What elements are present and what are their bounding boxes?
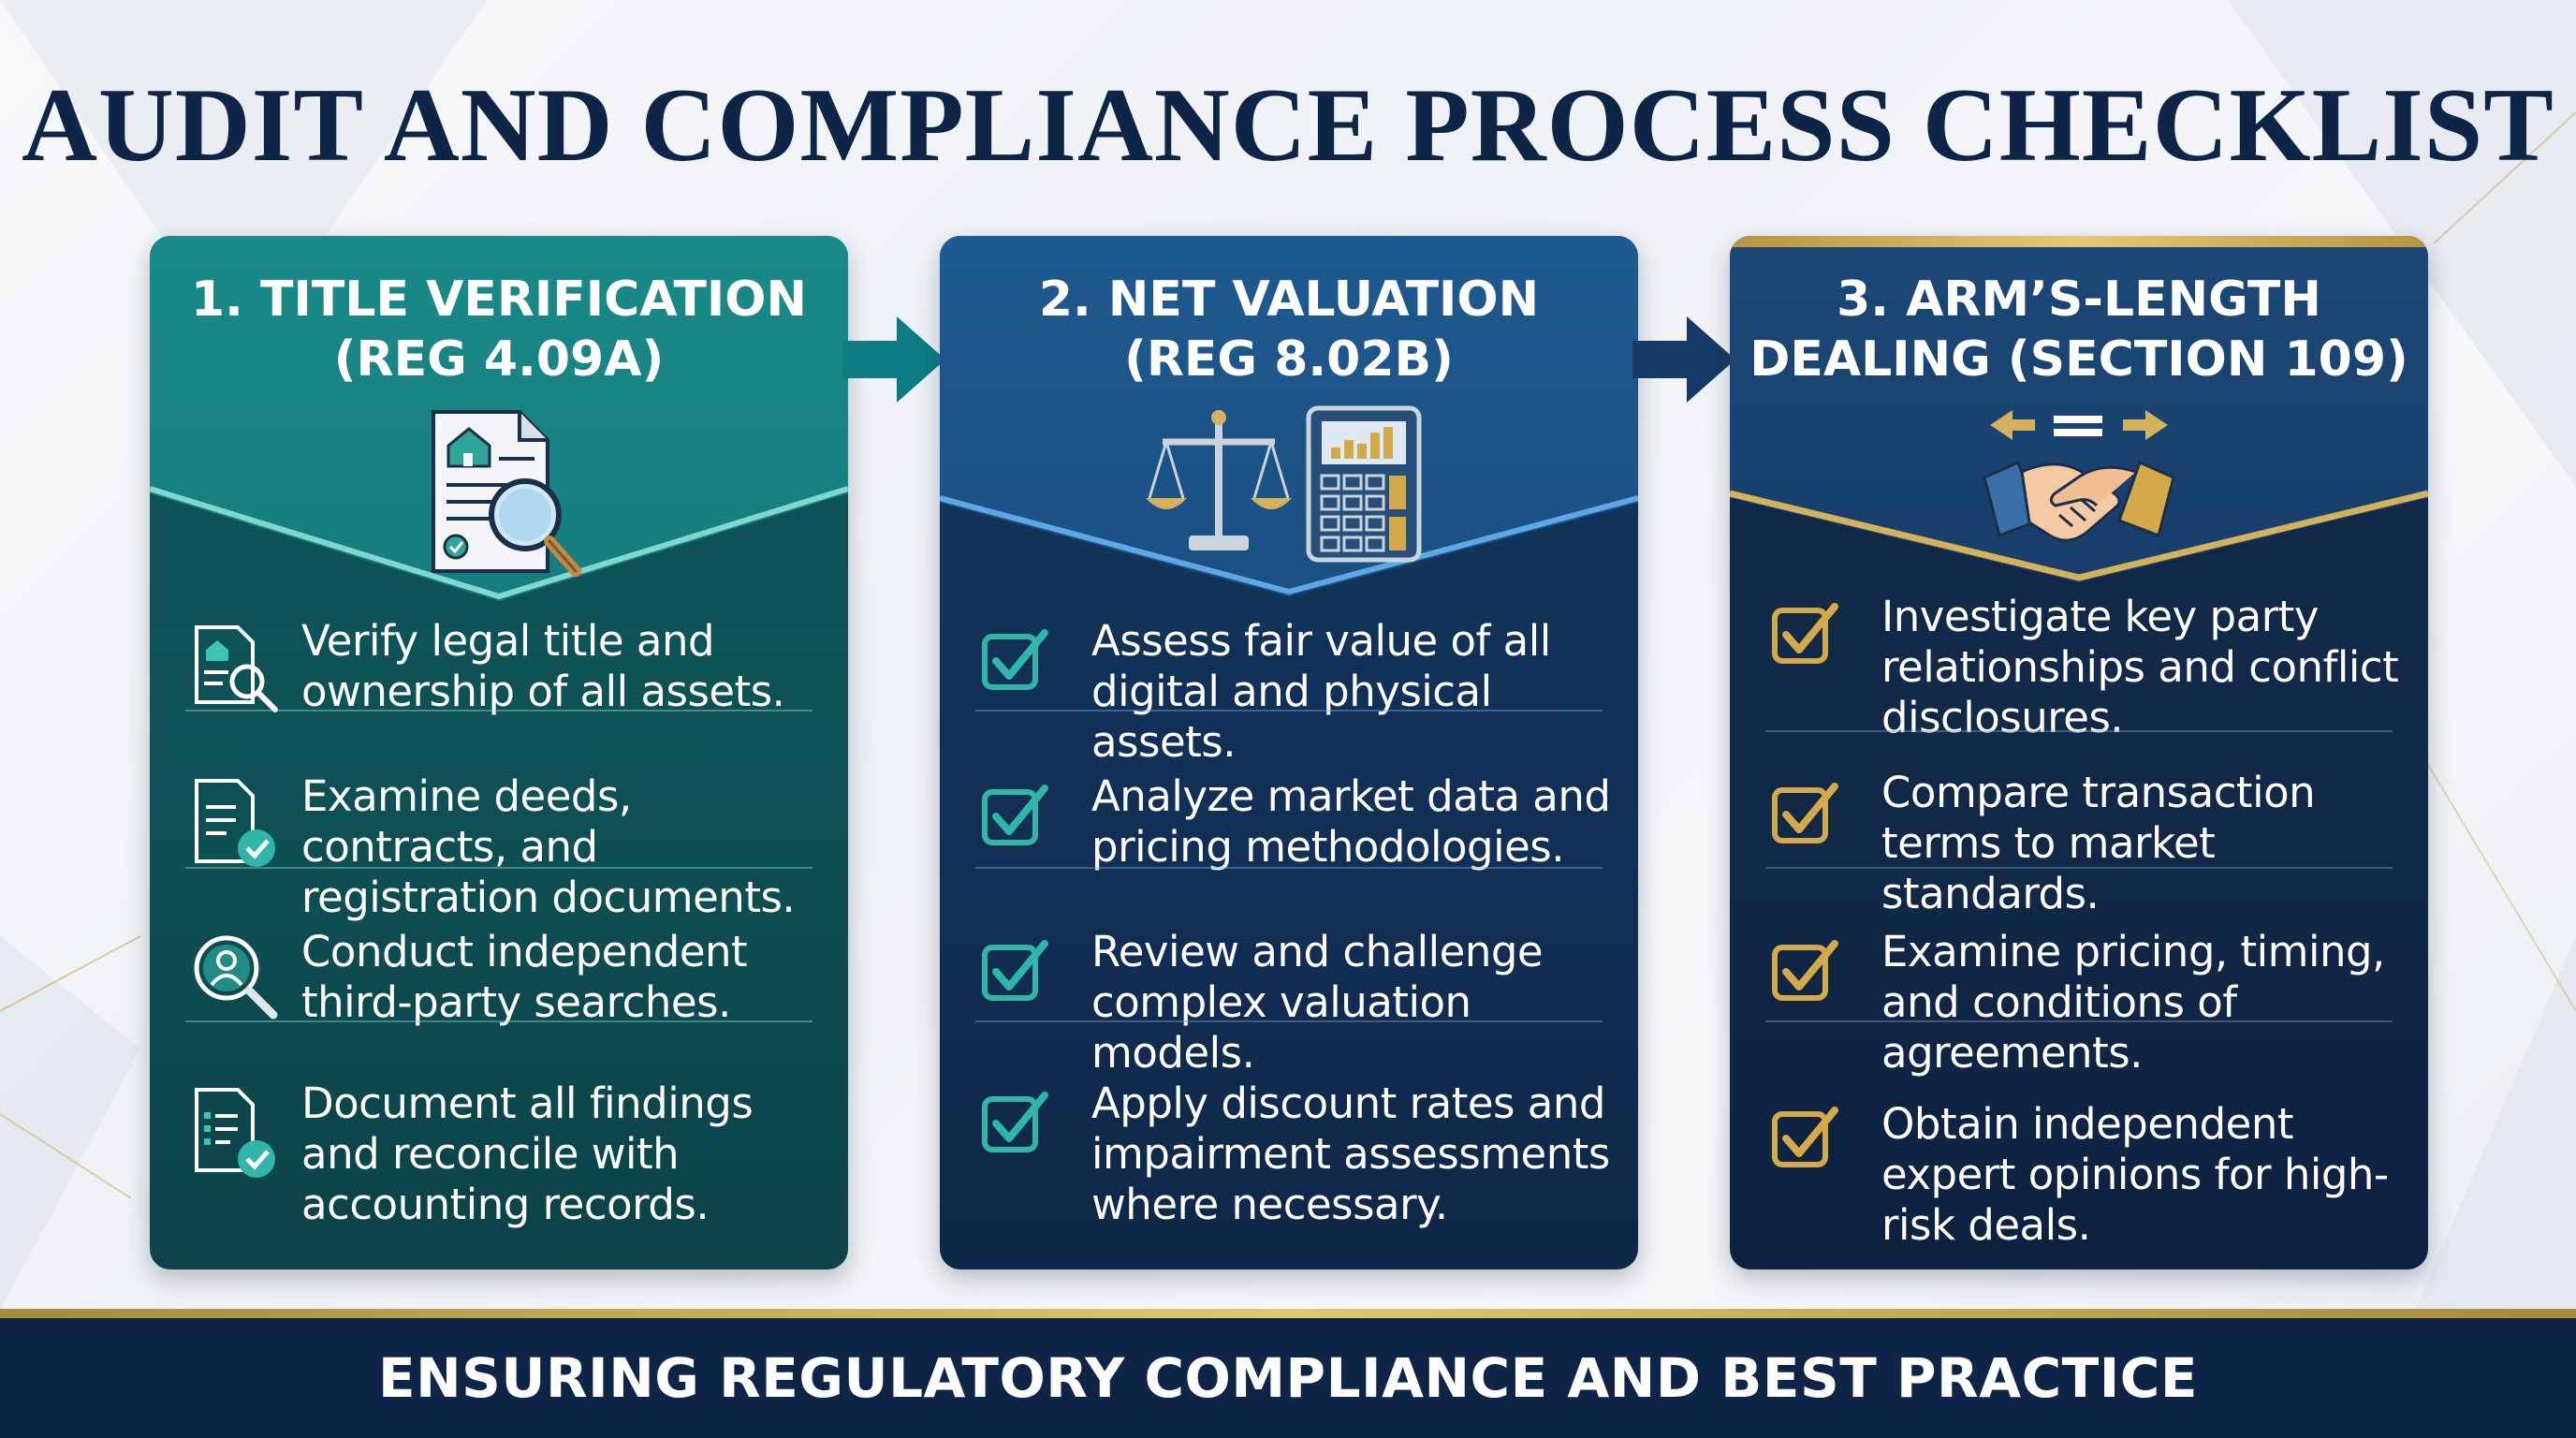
divider	[185, 710, 812, 712]
checkbox-icon	[982, 1092, 1048, 1152]
divider	[975, 710, 1603, 712]
item-text: Apply discount rates and impairment asse…	[1091, 1078, 1610, 1229]
divider	[975, 1020, 1603, 1022]
checkbox-icon	[982, 785, 1048, 845]
checkbox-icon	[1772, 603, 1838, 664]
person-search-icon	[194, 935, 278, 1020]
checkbox-icon	[1772, 783, 1838, 844]
document-search-icon	[195, 625, 278, 712]
item-text: Compare transaction terms to market stan…	[1881, 768, 2316, 918]
header-chevron	[1730, 490, 2428, 629]
item-text: Conduct independent third-party searches…	[301, 927, 748, 1027]
document-check-icon	[195, 779, 275, 867]
item-text: Verify legal title and ownership of all …	[301, 616, 785, 716]
header-chevron	[940, 495, 1638, 629]
arrow-right-icon	[842, 316, 945, 403]
checkbox-icon	[982, 629, 1048, 690]
footer-gold-line	[0, 1309, 2576, 1318]
item-text: Investigate key party relationships and …	[1881, 592, 2399, 742]
handshake-icon	[1983, 410, 2175, 542]
item-text: Review and challenge complex valuation m…	[1091, 927, 1544, 1078]
card-arms-length-dealing: 3. ARM’S-LENGTH DEALING (SECTION 109) In…	[1730, 236, 2428, 1269]
scales-calculator-icon	[1146, 405, 1422, 563]
footer-text: ENSURING REGULATORY COMPLIANCE AND BEST …	[377, 1346, 2198, 1410]
divider	[185, 1020, 812, 1022]
header-chevron	[150, 486, 848, 629]
checkbox-icon	[1772, 1107, 1838, 1167]
divider	[1765, 867, 2393, 869]
checkbox-icon	[1772, 940, 1838, 1001]
card-title: 1. TITLE VERIFICATION (REG 4.09A)	[190, 271, 808, 388]
item-text: Examine deeds, contracts, and registrati…	[301, 771, 796, 922]
card-net-valuation: 2. NET VALUATION (REG 8.02B)	[940, 236, 1638, 1269]
card-title-verification: 1. TITLE VERIFICATION (REG 4.09A)	[150, 236, 848, 1269]
divider	[1765, 1020, 2393, 1022]
checklist-check-icon	[195, 1088, 275, 1178]
footer-banner	[0, 1314, 2576, 1438]
divider	[1765, 730, 2393, 732]
divider	[185, 867, 812, 869]
card-title: 3. ARM’S-LENGTH DEALING (SECTION 109)	[1749, 271, 2408, 388]
arrow-right-icon	[1632, 316, 1735, 403]
checkbox-icon	[982, 940, 1048, 1001]
item-text: Obtain independent expert opinions for h…	[1881, 1099, 2389, 1250]
card-title: 2. NET VALUATION (REG 8.02B)	[1038, 271, 1540, 388]
document-magnifier-icon	[432, 410, 581, 577]
page-title: AUDIT AND COMPLIANCE PROCESS CHECKLIST	[22, 67, 2554, 183]
divider	[975, 867, 1603, 869]
item-text: Examine pricing, timing, and conditions …	[1881, 927, 2385, 1078]
gold-accent-line	[1730, 236, 2428, 247]
item-text: Analyze market data and pricing methodol…	[1091, 771, 1611, 872]
item-text: Document all findings and reconcile with…	[301, 1078, 754, 1229]
item-text: Assess fair value of all digital and phy…	[1091, 616, 1551, 767]
